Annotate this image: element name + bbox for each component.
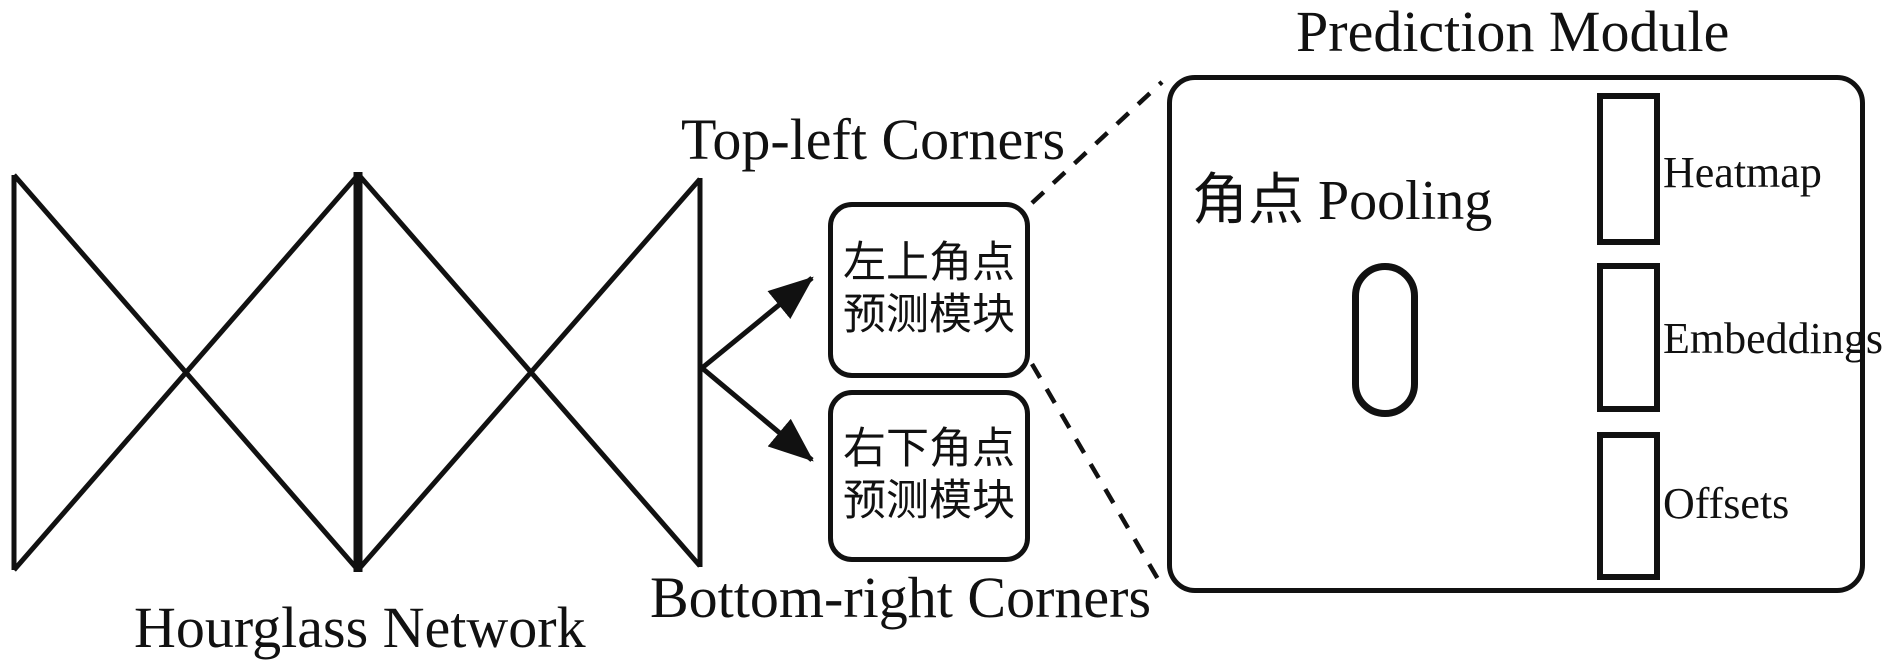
corner-pooling-label: 角点 Pooling	[1192, 170, 1493, 232]
dashed-expansion-line-top	[1030, 80, 1164, 205]
prediction-module-label: Prediction Module	[1296, 0, 1730, 64]
corner-pooling-pill	[1352, 263, 1418, 417]
arrow-to-bottom-right-box	[700, 366, 814, 462]
top-left-box-text-line1: 左上角点	[843, 239, 1015, 287]
bottom-right-box-text-line1: 右下角点	[843, 425, 1015, 473]
embeddings-label: Embeddings	[1663, 314, 1883, 363]
heatmap-rect	[1597, 93, 1660, 245]
offsets-rect	[1597, 432, 1660, 580]
hourglass-network-label: Hourglass Network	[134, 595, 586, 660]
hourglass-diagonal	[356, 177, 702, 572]
embeddings-rect	[1597, 263, 1660, 412]
heatmap-label: Heatmap	[1663, 148, 1822, 197]
top-left-box-text-line2: 预测模块	[843, 292, 1015, 339]
bottom-right-box-text-line2: 预测模块	[843, 478, 1015, 525]
arrow-to-top-left-box	[700, 276, 814, 370]
prediction-module-panel	[1167, 75, 1865, 593]
top-left-prediction-box: 左上角点 预测模块	[828, 202, 1030, 378]
top-left-corners-label: Top-left Corners	[681, 107, 1066, 172]
bottom-right-corners-label: Bottom-right Corners	[650, 565, 1152, 630]
dashed-expansion-line-bottom	[1030, 362, 1164, 588]
offsets-label: Offsets	[1663, 479, 1790, 528]
hourglass-diagonal	[12, 173, 360, 572]
hourglass-diagonal	[356, 172, 702, 568]
bottom-right-prediction-box: 右下角点 预测模块	[828, 390, 1030, 562]
